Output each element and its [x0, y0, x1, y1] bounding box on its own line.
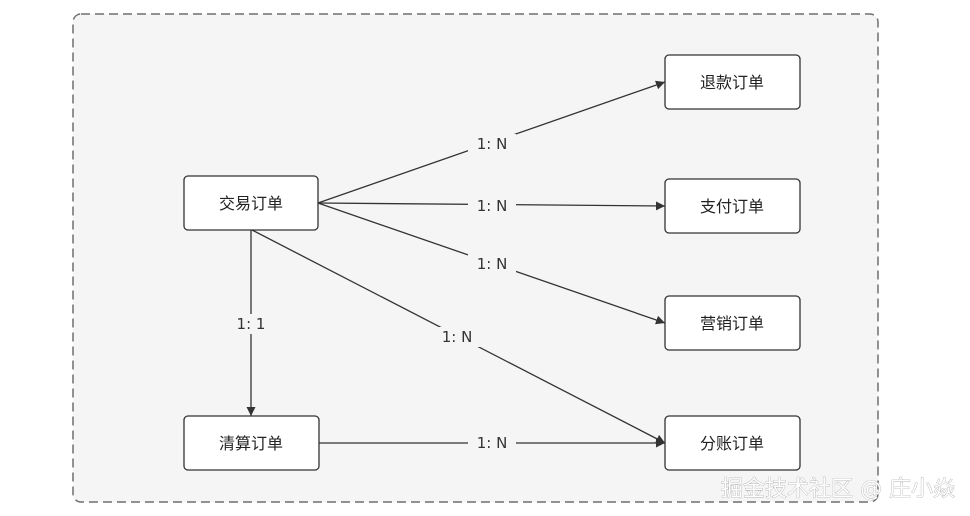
node-label: 支付订单 — [700, 197, 764, 216]
node-refund-order: 退款订单 — [664, 54, 801, 110]
node-label: 退款订单 — [700, 73, 764, 92]
node-payment-order: 支付订单 — [664, 178, 801, 234]
node-label: 分账订单 — [700, 434, 764, 453]
node-trade-order: 交易订单 — [183, 175, 319, 231]
edge-label-trade-clearing: 1: 1 — [237, 315, 266, 333]
node-split-order: 分账订单 — [664, 415, 801, 471]
edge-label-trade-split: 1: N — [442, 328, 473, 346]
node-marketing-order: 营销订单 — [664, 295, 801, 351]
node-label: 营销订单 — [700, 314, 764, 333]
node-label: 交易订单 — [219, 194, 283, 213]
edge-label-trade-payment: 1: N — [477, 197, 508, 215]
node-label: 清算订单 — [219, 434, 283, 453]
edge-label-trade-refund: 1: N — [477, 135, 508, 153]
watermark-text: 掘金技术社区 @ 庄小焱 — [721, 477, 955, 502]
edge-labels: 1: N 1: N 1: N 1: N 1: 1 1: N — [228, 134, 516, 453]
edge-label-clearing-split: 1: N — [477, 434, 508, 452]
node-clearing-order: 清算订单 — [183, 415, 320, 471]
edge-label-trade-marketing: 1: N — [477, 255, 508, 273]
